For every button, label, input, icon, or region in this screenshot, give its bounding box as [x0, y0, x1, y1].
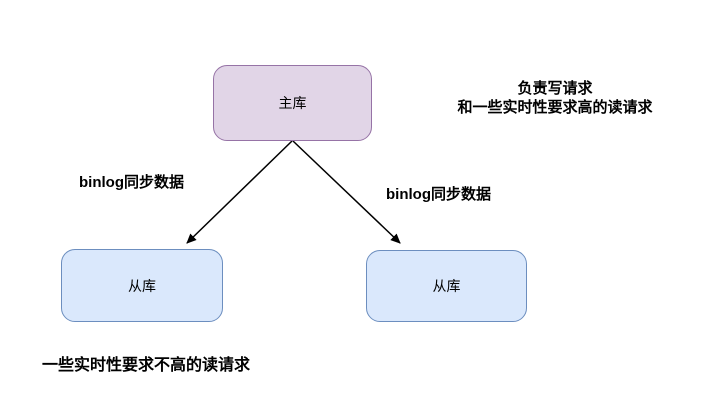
- edge-master-to-slave-left: [186, 140, 293, 244]
- node-slave-right-label: 从库: [432, 278, 461, 294]
- node-slave-left: 从库: [61, 249, 223, 322]
- edge-master-to-slave-right: [292, 140, 401, 244]
- node-master: 主库: [213, 65, 372, 141]
- write-requests-note-line2: 和一些实时性要求高的读请求: [457, 99, 653, 116]
- read-requests-note: 一些实时性要求不高的读请求: [42, 357, 251, 374]
- node-master-label: 主库: [278, 95, 307, 111]
- write-requests-note: 负责写请求 和一些实时性要求高的读请求: [405, 79, 705, 117]
- binlog-label-left: binlog同步数据: [79, 174, 184, 191]
- write-requests-note-line1: 负责写请求: [517, 80, 593, 97]
- node-slave-right: 从库: [366, 250, 527, 322]
- node-slave-left-label: 从库: [128, 277, 156, 294]
- binlog-label-right: binlog同步数据: [386, 186, 491, 203]
